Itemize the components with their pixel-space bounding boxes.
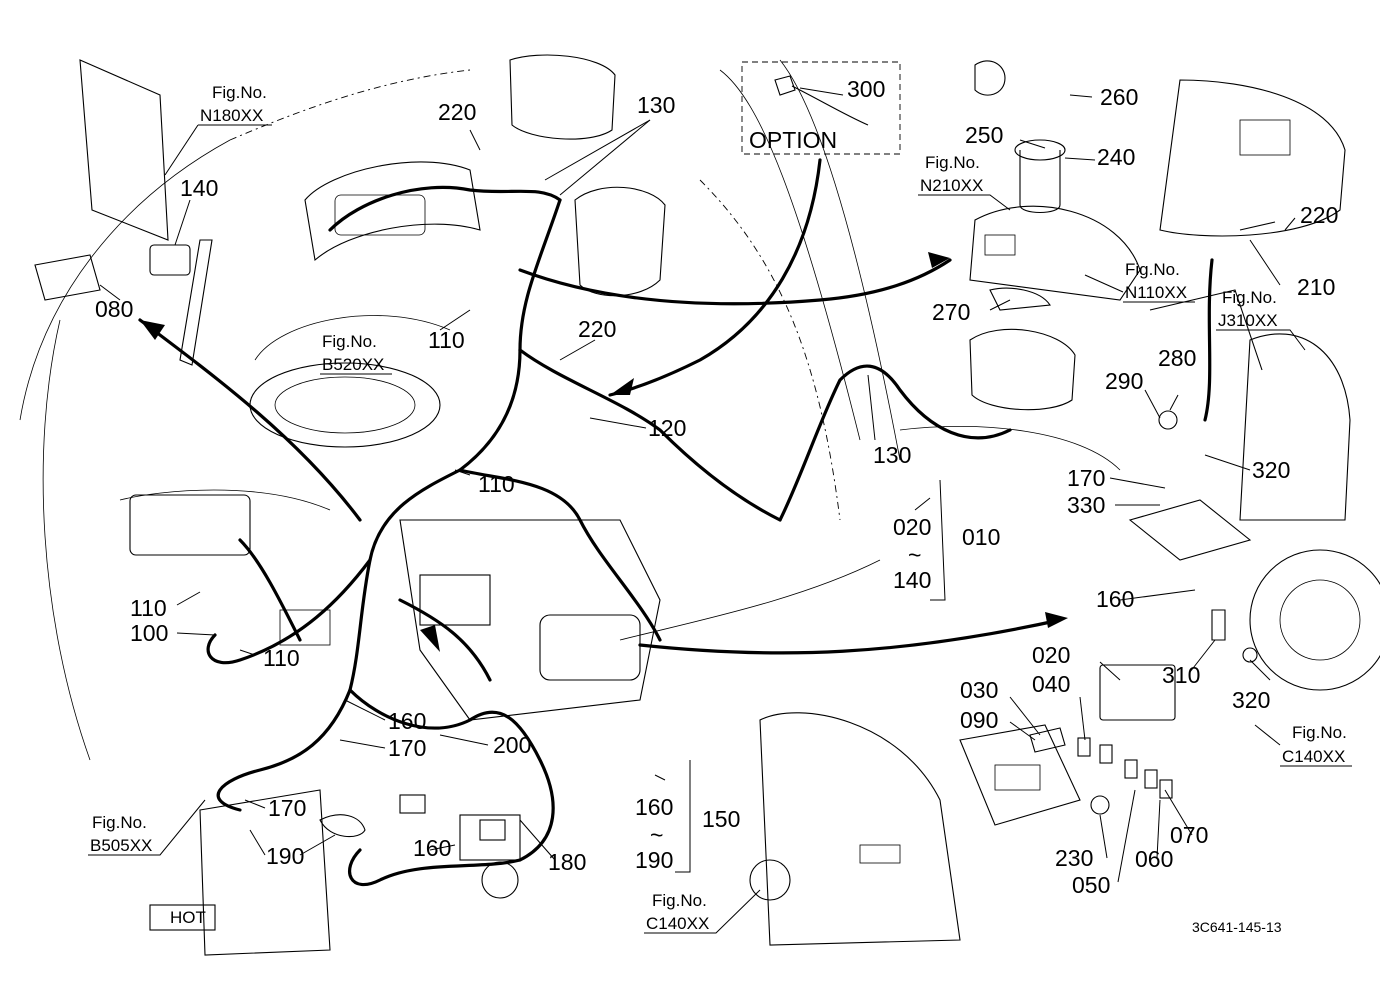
fig-ref-b520xx: Fig.No. B520XX bbox=[320, 332, 392, 375]
part-label-140-range-end: 140 bbox=[893, 567, 931, 593]
fig-ref-c140xx-bottom: Fig.No. C140XX bbox=[644, 889, 761, 934]
part-label-300: 300 bbox=[847, 76, 885, 102]
part-label-130-top: 130 bbox=[637, 92, 675, 118]
part-label-110-center: 110 bbox=[478, 471, 515, 497]
part-label-310: 310 bbox=[1162, 662, 1200, 688]
svg-text:Fig.No.: Fig.No. bbox=[212, 83, 267, 102]
range-tilde-2: ~ bbox=[650, 822, 663, 848]
part-label-190-left: 190 bbox=[266, 843, 304, 869]
part-label-120: 120 bbox=[648, 415, 686, 441]
fig-ref-c140xx-right: Fig.No. C140XX bbox=[1254, 723, 1352, 767]
part-label-160-range-start: 160 bbox=[635, 794, 673, 820]
option-box: OPTION bbox=[741, 61, 901, 155]
svg-text:Fig.No.: Fig.No. bbox=[322, 332, 377, 351]
svg-text:Fig.No.: Fig.No. bbox=[1292, 723, 1347, 742]
part-label-220-top: 220 bbox=[438, 99, 476, 125]
part-label-060: 060 bbox=[1135, 846, 1173, 872]
part-label-140-top: 140 bbox=[180, 175, 218, 201]
svg-text:Fig.No.: Fig.No. bbox=[92, 813, 147, 832]
part-label-070: 070 bbox=[1170, 822, 1208, 848]
svg-text:B520XX: B520XX bbox=[322, 355, 384, 374]
machine-outline-artwork bbox=[19, 54, 1380, 956]
part-label-280: 280 bbox=[1158, 345, 1196, 371]
part-label-220-right: 220 bbox=[1300, 202, 1338, 228]
part-label-090: 090 bbox=[960, 707, 998, 733]
part-label-180: 180 bbox=[548, 849, 586, 875]
drawing-code: 3C641-145-13 bbox=[1192, 919, 1282, 935]
option-label: OPTION bbox=[749, 127, 837, 153]
range-tilde-1: ~ bbox=[908, 542, 921, 568]
part-label-320-lower: 320 bbox=[1232, 687, 1270, 713]
svg-text:Fig.No.: Fig.No. bbox=[925, 153, 980, 172]
fig-ref-b505xx: Fig.No. B505XX bbox=[88, 799, 206, 856]
part-label-010: 010 bbox=[962, 524, 1000, 550]
part-label-020-range-start: 020 bbox=[893, 514, 931, 540]
part-label-170-center: 170 bbox=[388, 735, 426, 761]
part-number-labels: 300 260 250 240 220 130 140 080 110 220 … bbox=[95, 76, 1338, 898]
part-label-110-upper: 110 bbox=[428, 327, 465, 353]
svg-text:Fig.No.: Fig.No. bbox=[1222, 288, 1277, 307]
part-label-250: 250 bbox=[965, 122, 1003, 148]
fig-ref-n110xx: Fig.No. N110XX bbox=[1084, 260, 1195, 303]
part-label-320-upper: 320 bbox=[1252, 457, 1290, 483]
part-label-160-right: 160 bbox=[1096, 586, 1134, 612]
part-label-150: 150 bbox=[702, 806, 740, 832]
part-label-050: 050 bbox=[1072, 872, 1110, 898]
part-label-040: 040 bbox=[1032, 671, 1070, 697]
fig-ref-j310xx: Fig.No. J310XX bbox=[1216, 288, 1306, 351]
fig-ref-n180xx: Fig.No. N180XX bbox=[164, 83, 272, 176]
svg-text:Fig.No.: Fig.No. bbox=[652, 891, 707, 910]
svg-text:N110XX: N110XX bbox=[1125, 283, 1187, 302]
svg-text:N210XX: N210XX bbox=[920, 176, 983, 195]
part-label-170-right: 170 bbox=[1067, 465, 1105, 491]
part-label-220-mid: 220 bbox=[578, 316, 616, 342]
svg-text:B505XX: B505XX bbox=[90, 836, 152, 855]
part-label-210: 210 bbox=[1297, 274, 1335, 300]
part-label-330: 330 bbox=[1067, 492, 1105, 518]
components bbox=[34, 60, 1276, 841]
part-label-240: 240 bbox=[1097, 144, 1135, 170]
hot-warning-plate: HOT bbox=[170, 908, 206, 927]
part-label-100: 100 bbox=[130, 620, 168, 646]
part-label-270: 270 bbox=[932, 299, 970, 325]
part-label-030: 030 bbox=[960, 677, 998, 703]
part-label-170-lower: 170 bbox=[268, 795, 306, 821]
leader-lines bbox=[99, 87, 1296, 883]
svg-text:C140XX: C140XX bbox=[646, 914, 709, 933]
svg-text:N180XX: N180XX bbox=[200, 106, 263, 125]
fig-ref-n210xx: Fig.No. N210XX bbox=[918, 153, 1011, 211]
part-label-160-center: 160 bbox=[388, 708, 426, 734]
part-label-230: 230 bbox=[1055, 845, 1093, 871]
svg-text:J310XX: J310XX bbox=[1218, 311, 1278, 330]
part-label-200: 200 bbox=[493, 732, 531, 758]
part-label-130-mid: 130 bbox=[873, 442, 911, 468]
part-label-110-left: 110 bbox=[130, 595, 167, 621]
part-label-190-range-end: 190 bbox=[635, 847, 673, 873]
part-label-020-fusebox: 020 bbox=[1032, 642, 1070, 668]
figure-references: Fig.No. N180XX Fig.No. N210XX Fig.No. N1… bbox=[88, 83, 1352, 934]
part-label-160-lower: 160 bbox=[413, 835, 451, 861]
part-label-260: 260 bbox=[1100, 84, 1138, 110]
arrowheads bbox=[140, 252, 1068, 652]
part-label-110-lower: 110 bbox=[263, 645, 300, 671]
part-label-080: 080 bbox=[95, 296, 133, 322]
svg-text:C140XX: C140XX bbox=[1282, 747, 1345, 766]
main-wiring-harness bbox=[138, 158, 1214, 887]
svg-text:Fig.No.: Fig.No. bbox=[1125, 260, 1180, 279]
part-label-290: 290 bbox=[1105, 368, 1143, 394]
